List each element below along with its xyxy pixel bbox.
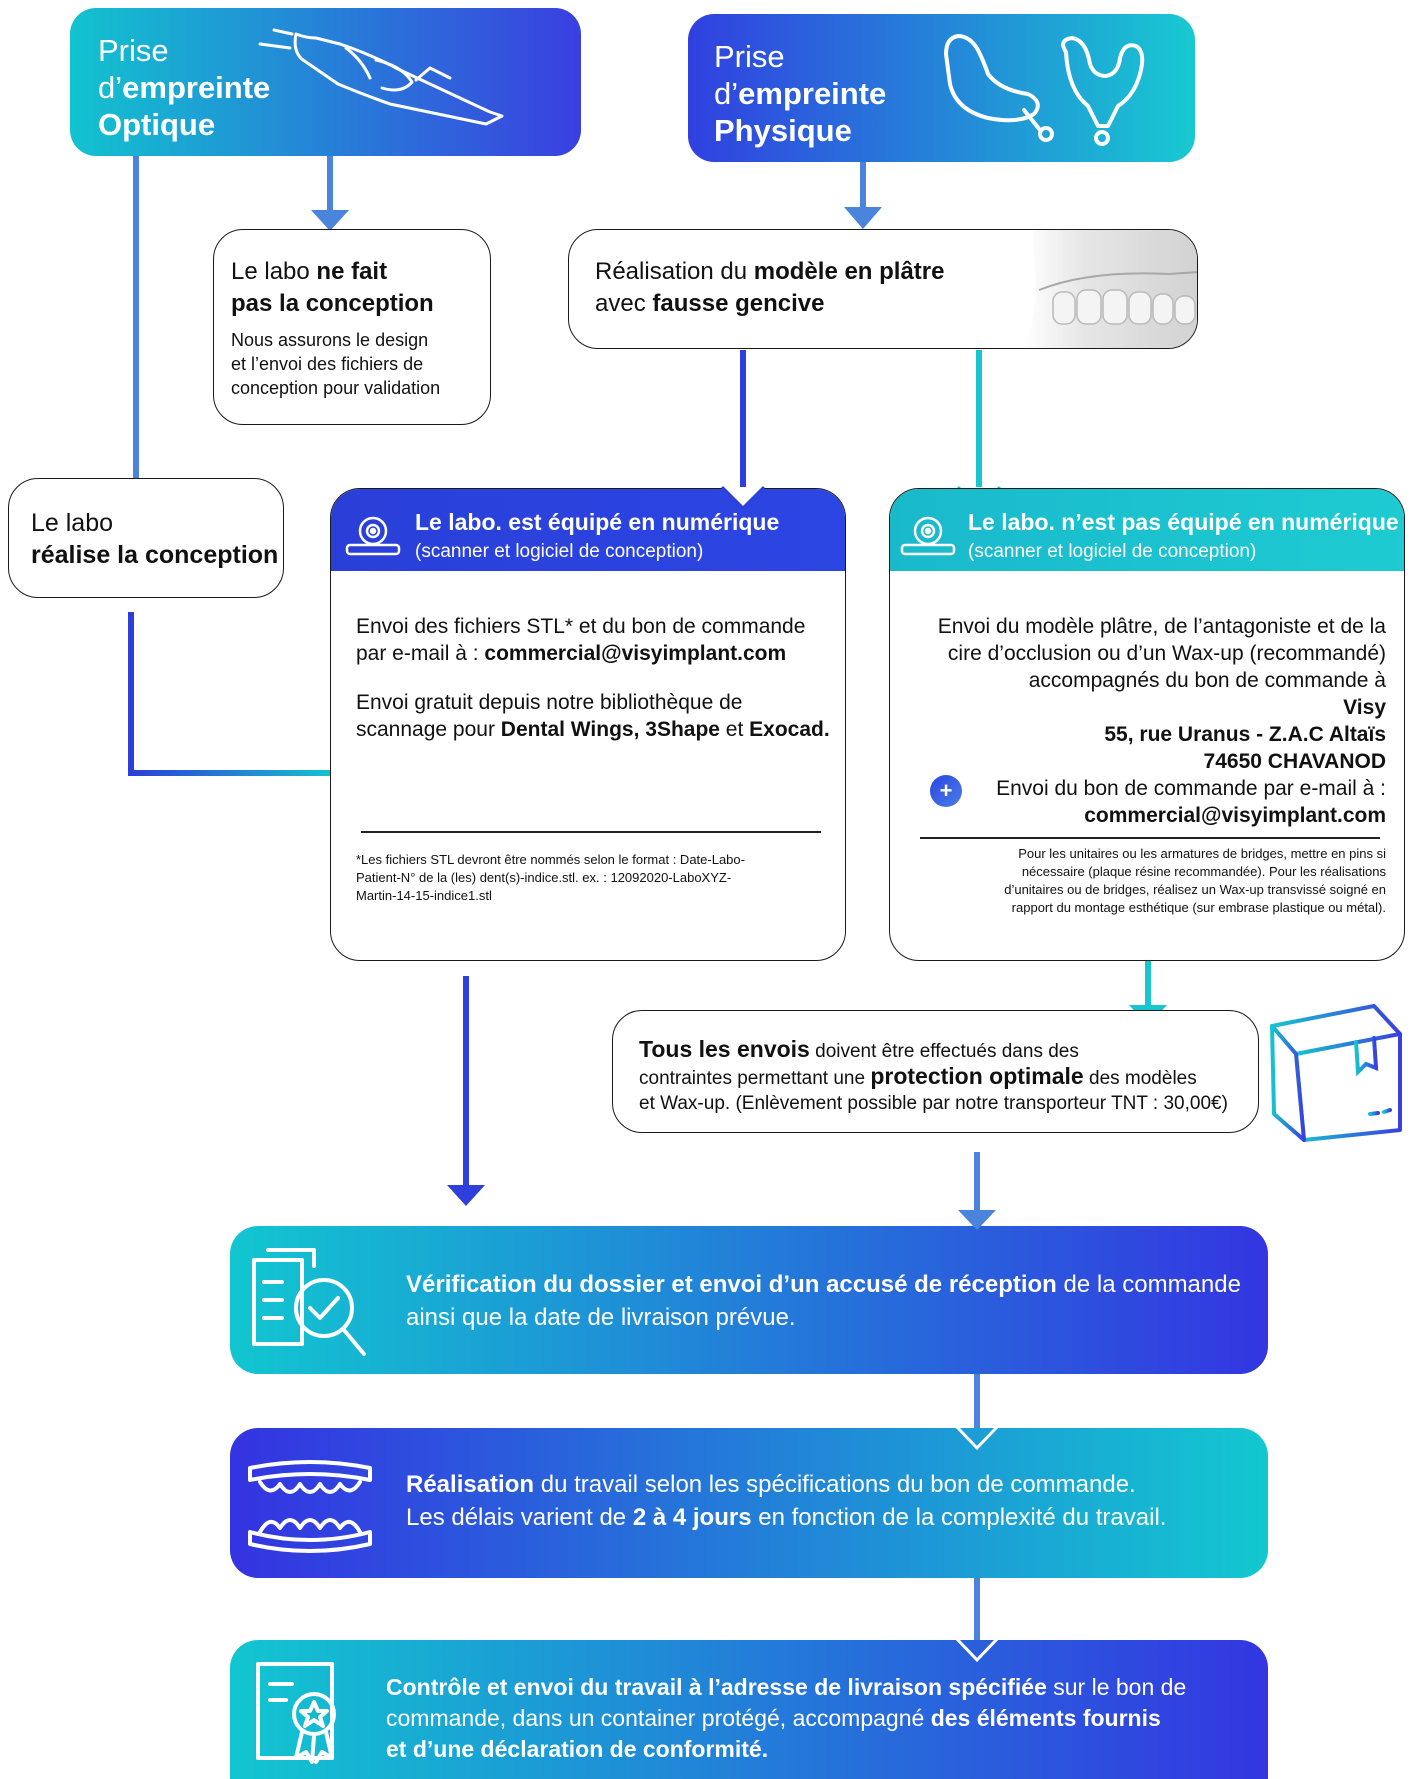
physique-line1: Prise [714, 39, 785, 74]
step3-bold2: des éléments fournis [930, 1705, 1161, 1731]
envois-box: Tous les envois doivent être effectués d… [612, 1010, 1259, 1133]
step-realisation: Réalisation du travail selon les spécifi… [230, 1428, 1268, 1578]
platre-box: Réalisation du modèle en plâtre avec fau… [568, 229, 1198, 349]
step2-bold1: Réalisation [406, 1471, 535, 1498]
numerique-p2a: Envoi gratuit depuis notre bibliothèque … [356, 691, 743, 714]
envois-bold2: protection optimale [870, 1063, 1084, 1089]
physique-line2b: empreinte [738, 76, 887, 111]
intraoral-scanner-icon [258, 28, 504, 126]
platre-pre: Réalisation du [595, 258, 754, 285]
non-numerique-addr2: 74650 CHAVANOD [1203, 750, 1386, 773]
numerique-p1a: Envoi des fichiers STL* et du bon de com… [356, 615, 806, 638]
non-numerique-divider [920, 837, 1380, 839]
step1-t1: de la commande [1056, 1271, 1241, 1298]
conception-line1: Le labo [31, 509, 114, 537]
non-numerique-subtitle: (scanner et logiciel de conception) [968, 541, 1257, 562]
denture-icon [248, 1460, 372, 1553]
step2-t2: Les délais varient de [406, 1504, 633, 1531]
optique-line2a: d’ [98, 70, 123, 105]
certificate-icon [256, 1662, 336, 1764]
numerique-title: Le labo. est équipé en numérique [415, 509, 780, 535]
numerique-divider [361, 831, 821, 833]
arrowhead [844, 207, 882, 229]
no-conception-desc3: conception pour validation [231, 378, 441, 398]
numerique-p2b: scannage pour [356, 718, 501, 741]
numerique-header: Le labo. est équipé en numérique (scanne… [331, 489, 845, 571]
plus-icon: + [930, 775, 962, 807]
arrowhead [311, 210, 349, 231]
non-numerique-p2: cire d’occlusion ou d’un Wax-up (recomma… [947, 642, 1386, 665]
numerique-and: et [719, 718, 750, 741]
numerique-p1b: par e-mail à : [356, 642, 485, 665]
numerique-brands1: Dental Wings, 3Shape [500, 718, 720, 741]
numerique-brands2: Exocad. [749, 718, 830, 741]
non-numerique-email: commercial@visyimplant.com [1084, 804, 1386, 827]
step1-t2: ainsi que la date de livraison prévue. [406, 1304, 796, 1331]
platre-pre2: avec [595, 290, 653, 317]
non-numerique-note3: d’unitaires ou de bridges, réalisez un W… [1004, 882, 1386, 897]
no-conception-desc1: Nous assurons le design [231, 330, 429, 350]
connector-conception-numerique [128, 612, 336, 776]
non-numerique-note2: nécessaire (plaque résine recommandée). … [1021, 864, 1386, 879]
plaster-teeth-model-icon [1023, 230, 1197, 348]
no-conception-pre: Le labo [231, 258, 317, 285]
non-numerique-header: Le labo. n’est pas équipé en numérique (… [890, 489, 1404, 571]
no-conception-bold1: ne fait [316, 258, 388, 285]
step2-t1: du travail selon les spécifications du b… [534, 1471, 1136, 1498]
non-numerique-note1: Pour les unitaires ou les armatures de b… [1018, 846, 1386, 861]
step3-t2: commande, dans un container protégé, acc… [386, 1705, 931, 1731]
numerique-note2: Patient-N° de la (les) dent(s)-indice.st… [356, 870, 732, 885]
physique-header: Prise d’empreinte Physique [688, 14, 1195, 162]
envois-t2: contraintes permettant une [639, 1068, 871, 1089]
non-numerique-box: Le labo. n’est pas équipé en numérique (… [889, 488, 1405, 961]
step3-bold3: et d’une déclaration de conformité. [386, 1736, 769, 1762]
envois-t1: doivent être effectués dans des [809, 1041, 1079, 1062]
no-conception-bold2: pas la conception [231, 290, 434, 317]
document-check-icon [252, 1248, 366, 1356]
optique-header: Prise d’empreinte Optique [70, 8, 581, 156]
step2-bold2: 2 à 4 jours [632, 1504, 752, 1531]
arrowhead [447, 1185, 485, 1206]
no-conception-desc2: et l’envoi des fichiers de [231, 354, 424, 374]
step-verification: Vérification du dossier et envoi d’un ac… [230, 1226, 1268, 1374]
step-controle: Contrôle et envoi du travail à l’adresse… [230, 1640, 1268, 1779]
non-numerique-title: Le labo. n’est pas équipé en numérique [968, 509, 1399, 535]
numerique-note3: Martin-14-15-indice1.stl [356, 888, 492, 903]
step1-bold: Vérification du dossier et envoi d’un ac… [406, 1271, 1057, 1298]
envois-bold1: Tous les envois [639, 1036, 810, 1062]
non-numerique-p4: Envoi du bon de commande par e-mail à : [996, 777, 1386, 800]
numerique-note1: *Les fichiers STL devront être nommés se… [356, 852, 745, 867]
physique-line2a: d’ [714, 76, 739, 111]
conception-box: Le labo réalise la conception [8, 478, 284, 598]
conception-bold: réalise la conception [31, 541, 279, 569]
step2-t3: en fonction de la complexité du travail. [751, 1504, 1167, 1531]
step3-t1: sur le bon de [1046, 1674, 1187, 1700]
envois-t3: des modèles [1083, 1068, 1197, 1089]
platre-bold1: modèle en plâtre [753, 258, 945, 285]
optique-line1: Prise [98, 33, 169, 68]
non-numerique-p1: Envoi du modèle plâtre, de l’antagoniste… [937, 615, 1386, 638]
non-numerique-note4: rapport du montage esthétique (sur embra… [1011, 900, 1386, 915]
no-conception-box: Le labo ne fait pas la conception Nous a… [213, 229, 491, 425]
optique-line2b: empreinte [122, 70, 271, 105]
numerique-email: commercial@visyimplant.com [484, 642, 787, 665]
step3-bold1: Contrôle et envoi du travail à l’adresse… [386, 1674, 1047, 1700]
optique-line3: Optique [98, 107, 216, 142]
scanner-device-icon [900, 516, 956, 556]
numerique-subtitle: (scanner et logiciel de conception) [415, 541, 704, 562]
scanner-device-icon [345, 516, 401, 556]
physique-line3: Physique [714, 113, 852, 148]
non-numerique-p3: accompagnés du bon de commande à [1028, 669, 1386, 692]
envois-t4: et Wax-up. (Enlèvement possible par notr… [639, 1093, 1228, 1114]
impression-tray-icon [944, 34, 1145, 146]
numerique-box: Le labo. est équipé en numérique (scanne… [330, 488, 846, 961]
platre-bold2: fausse gencive [652, 290, 825, 317]
non-numerique-company: Visy [1343, 696, 1386, 719]
non-numerique-addr1: 55, rue Uranus - Z.A.C Altaïs [1104, 723, 1386, 746]
